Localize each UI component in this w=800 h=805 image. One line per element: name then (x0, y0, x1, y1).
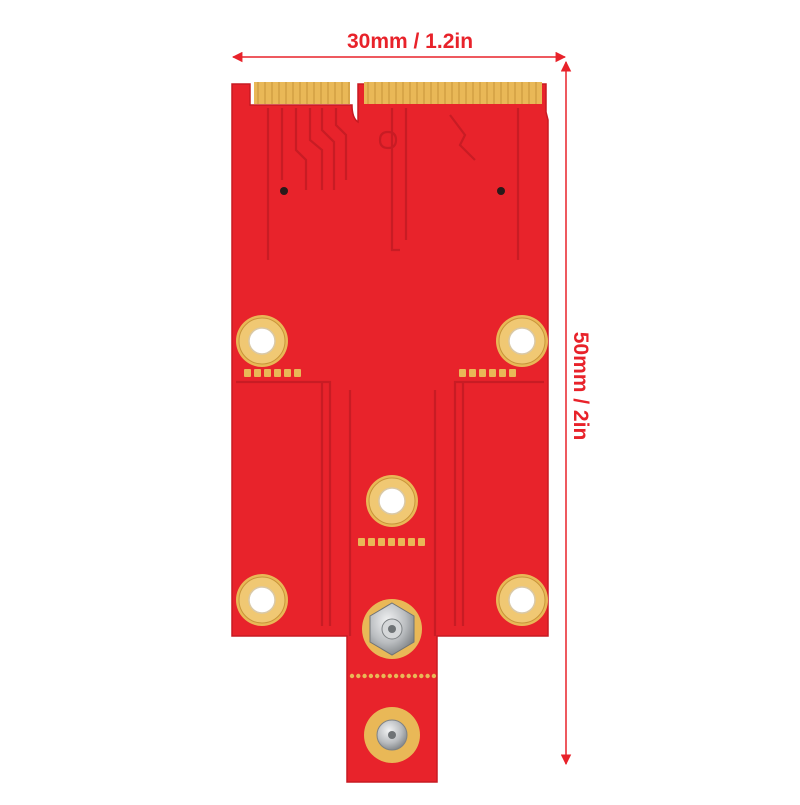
stem-pad (356, 673, 361, 679)
smd-pad (499, 369, 506, 377)
smd-pad (509, 369, 516, 377)
stem-pad (393, 673, 399, 679)
height-dimension-label: 50mm / 2in (569, 331, 592, 441)
smd-pad (368, 538, 375, 546)
smd-pad (408, 538, 415, 546)
bottom-screw (364, 707, 420, 763)
stem-pad-row (349, 673, 437, 679)
smd-pad (294, 369, 301, 377)
stem-pad (419, 673, 424, 679)
stem-pad (425, 673, 430, 679)
stem-pad (387, 673, 392, 679)
smd-pad (274, 369, 281, 377)
smd-pad (244, 369, 251, 377)
mounting-hole (496, 315, 548, 367)
mounting-hole (236, 315, 288, 367)
pcb-board (231, 82, 549, 783)
stem-pad (368, 673, 374, 679)
smd-pad (284, 369, 291, 377)
mounting-hole (236, 574, 288, 626)
via-holes (280, 187, 505, 195)
smd-pad (388, 538, 395, 546)
smd-pad (469, 369, 476, 377)
stem-pad (412, 673, 418, 679)
stem-pad (349, 673, 355, 679)
mounting-holes (236, 315, 548, 626)
stem-pad (381, 673, 386, 679)
edge-connector-right (364, 82, 542, 104)
smd-pad (489, 369, 496, 377)
smd-pad (479, 369, 486, 377)
smd-pad (358, 538, 365, 546)
screw-standoff (362, 599, 422, 659)
stem-pad (400, 673, 405, 679)
stem-pad (362, 673, 367, 679)
smd-pad (459, 369, 466, 377)
stem-pad (431, 673, 437, 679)
mounting-hole (366, 475, 418, 527)
smd-pad (264, 369, 271, 377)
smd-pad (398, 538, 405, 546)
mounting-hole (496, 574, 548, 626)
smd-pad (254, 369, 261, 377)
smd-pad (418, 538, 425, 546)
smd-pad (378, 538, 385, 546)
circuit-traces (236, 108, 544, 636)
stem-pad (406, 673, 411, 679)
smd-pad-rows (244, 369, 516, 546)
width-dimension-label: 30mm / 1.2in (346, 30, 474, 53)
stem-pad (375, 673, 380, 679)
edge-connector-left (254, 82, 350, 104)
